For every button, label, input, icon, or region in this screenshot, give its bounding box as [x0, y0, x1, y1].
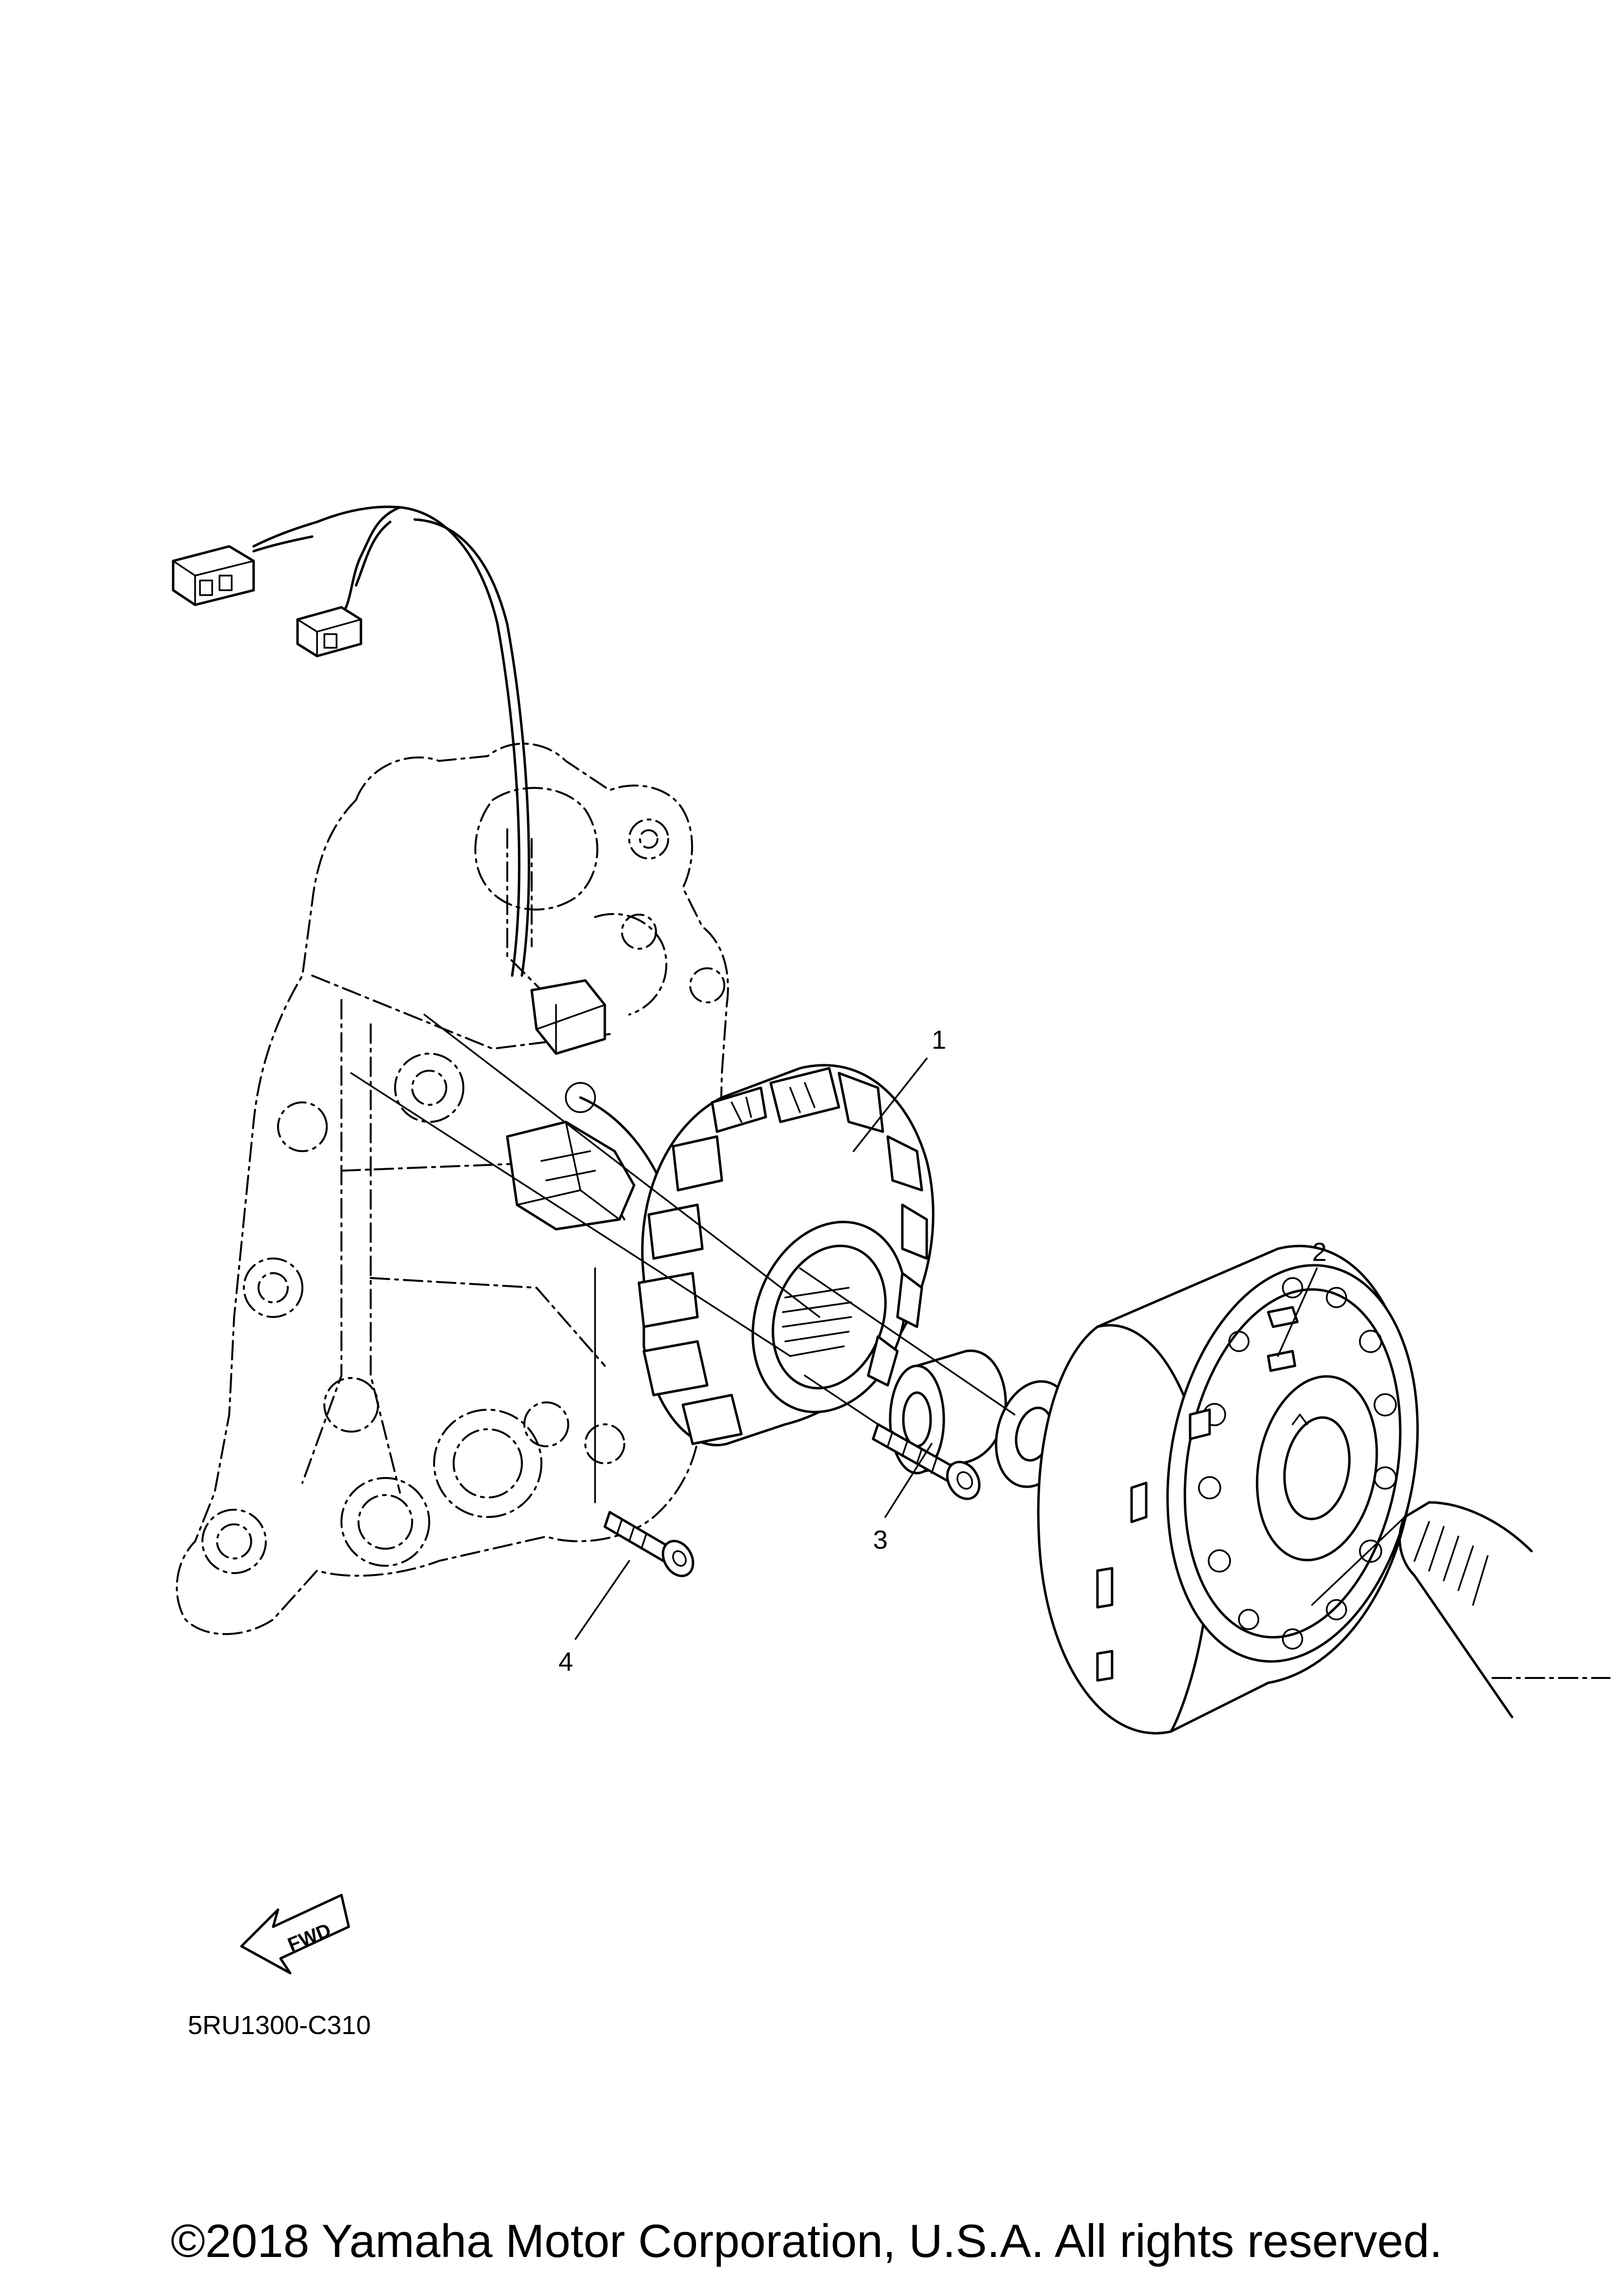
- fwd-arrow-icon: FWD: [240, 1894, 350, 1975]
- copyright-notice: ©2018 Yamaha Motor Corporation, U.S.A. A…: [170, 2215, 1443, 2267]
- stator-poles: [637, 1067, 928, 1445]
- stator-assembly: [637, 1064, 935, 1446]
- rotor-holes: [1198, 1277, 1397, 1650]
- callout-4: 4: [558, 1647, 573, 1677]
- rotor-magnet-clips: [1096, 1306, 1299, 1682]
- crankshaft-end: [1398, 1501, 1611, 1718]
- stator-bolt: [872, 1423, 981, 1500]
- connector-b: [296, 606, 362, 658]
- callout-3: 3: [873, 1525, 888, 1555]
- alignment-lines: [350, 1014, 1406, 1606]
- callout-1: 1: [932, 1025, 946, 1055]
- clamp-bolt: [603, 1511, 695, 1577]
- rotor-flywheel: [1037, 1245, 1419, 1735]
- wire-harness: [172, 505, 670, 1231]
- wire-grommet: [506, 979, 670, 1231]
- callout-2: 2: [1312, 1238, 1327, 1267]
- diagram-code: 5RU1300-C310: [188, 2011, 371, 2040]
- callout-leaders: [575, 1058, 1318, 1640]
- connector-a: [172, 545, 255, 606]
- crankcase-outline: [176, 742, 729, 1635]
